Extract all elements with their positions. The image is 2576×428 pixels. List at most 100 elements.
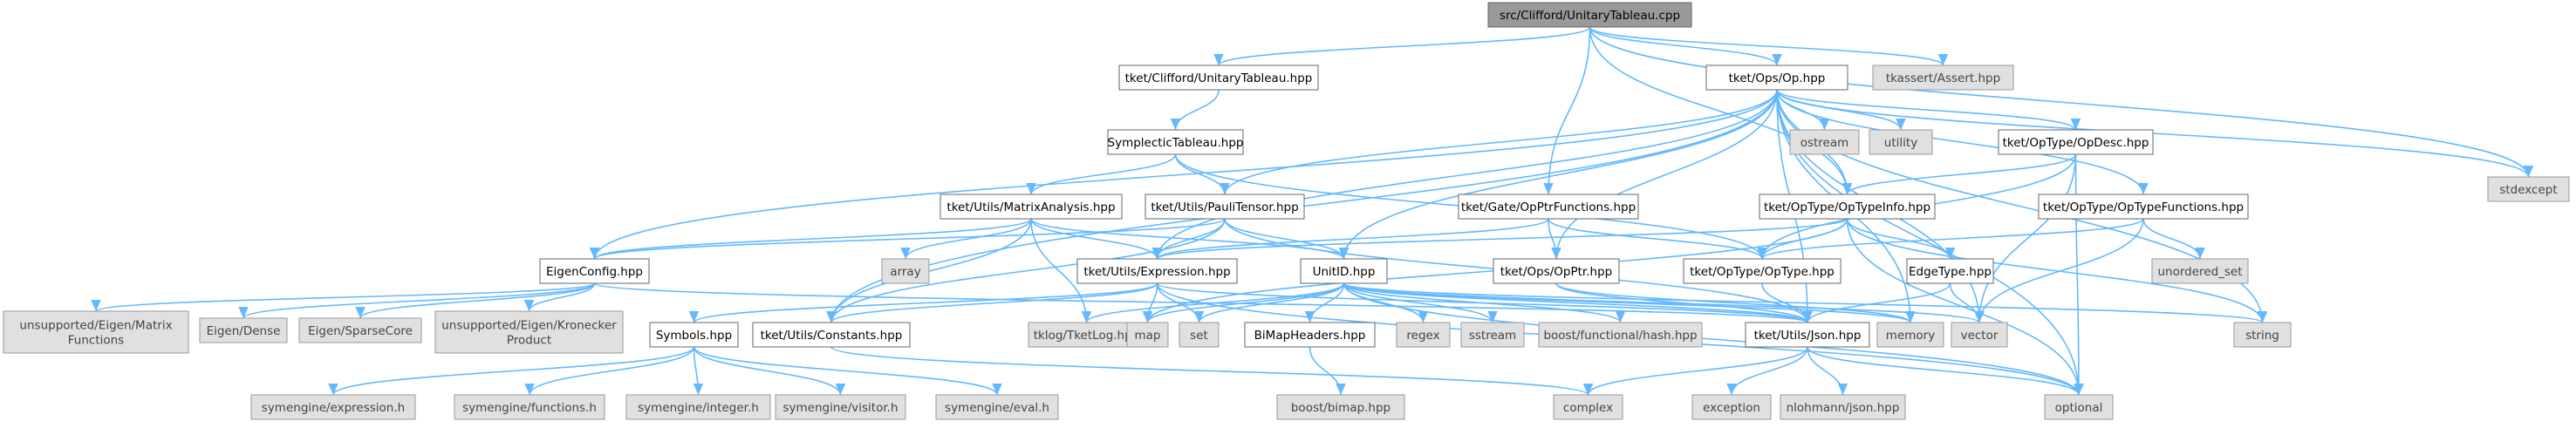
node-expr[interactable]: tket/Utils/Expression.hpp [1076, 258, 1238, 284]
edge-opdesc-to-vector [1974, 153, 2077, 323]
node-constants[interactable]: tket/Utils/Constants.hpp [752, 322, 911, 348]
node-label-optype: tket/OpType/OpType.hpp [1690, 265, 1835, 279]
node-matrix[interactable]: tket/Utils/MatrixAnalysis.hpp [940, 194, 1123, 220]
edge-optypeinfo-to-edgetype [1846, 218, 1956, 260]
node-label-boosthash: boost/functional/hash.hpp [1543, 329, 1697, 343]
node-ut_hpp[interactable]: tket/Clifford/UnitaryTableau.hpp [1118, 65, 1319, 91]
node-label-regex: regex [1406, 329, 1439, 343]
node-box-edgetype [1906, 258, 1994, 284]
node-symbols[interactable]: Symbols.hpp [649, 322, 739, 348]
node-opptrfn[interactable]: tket/Gate/OpPtrFunctions.hpp [1458, 194, 1639, 220]
edge-optypefn-to-optype [1757, 218, 2144, 260]
node-nlohmann: nlohmann/json.hpp [1780, 394, 1906, 420]
edge-unitid-to-set [1193, 282, 1345, 323]
node-bimap[interactable]: BiMapHeaders.hpp [1244, 322, 1376, 348]
node-box-unitid [1300, 258, 1388, 284]
edge-symbols-to-symexpr [328, 346, 695, 396]
node-opptr[interactable]: tket/Ops/OpPtr.hpp [1493, 258, 1620, 284]
edge-json-to-nlohmann [1807, 346, 1848, 396]
edge-root-to-stdexcept [1589, 26, 2534, 178]
edge-unitid-to-boosthash [1343, 282, 1626, 323]
node-box-boosthash [1538, 322, 1703, 348]
edge-op_hpp-to-pauli [1220, 89, 1778, 195]
node-label-constants: tket/Utils/Constants.hpp [761, 329, 903, 343]
node-label-optional: optional [2055, 401, 2103, 415]
node-box-pauli [1145, 194, 1305, 220]
node-label-complex: complex [1563, 401, 1613, 415]
edge-op_hpp-to-eigencfg [589, 89, 1778, 260]
edge-pauli-to-constants [826, 218, 1226, 323]
node-label-unordered: unordered_set [2157, 265, 2242, 279]
node-box-opdesc [1998, 129, 2154, 155]
edge-optypefn-to-vector [1974, 218, 2144, 323]
node-symint: symengine/integer.h [625, 394, 771, 420]
edge-op_hpp-to-opdesc [1776, 89, 2081, 131]
node-label-string: string [2245, 329, 2279, 343]
node-opdesc[interactable]: tket/OpType/OpDesc.hpp [1998, 129, 2154, 155]
node-box-stdexcept [2487, 176, 2570, 202]
edge-eigencfg-to-eigmf [91, 282, 596, 312]
node-eigencfg[interactable]: EigenConfig.hpp [539, 258, 650, 284]
edge-op_hpp-to-expr [1151, 89, 1778, 260]
node-box-matrix [940, 194, 1123, 220]
node-box-symint [625, 394, 771, 420]
edge-root-to-op_hpp [1589, 26, 1782, 66]
node-pauli[interactable]: tket/Utils/PauliTensor.hpp [1145, 194, 1305, 220]
node-label-sstream: sstream [1469, 329, 1516, 343]
node-label-memory: memory [1886, 329, 1935, 343]
node-label-symvis: symengine/visitor.h [782, 401, 898, 415]
node-label-symexpr: symengine/expression.h [262, 401, 405, 415]
edge-root-to-ut_hpp [1213, 26, 1591, 66]
node-symfn: symengine/functions.h [454, 394, 605, 420]
node-box-utility [1869, 129, 1933, 155]
node-box-expr [1076, 258, 1238, 284]
edge-opptrfn-to-opptr [1548, 218, 1561, 260]
node-box-tklog [1028, 322, 1145, 348]
node-label-eigencfg: EigenConfig.hpp [546, 265, 643, 279]
edge-symbols-to-symfn [524, 346, 695, 396]
node-box-sstream [1460, 322, 1525, 348]
edge-symbols-to-symeval [693, 346, 1002, 396]
edge-unitid-to-json [1343, 282, 1813, 323]
node-edgetype[interactable]: EdgeType.hpp [1906, 258, 1994, 284]
node-box-eigdense [199, 317, 288, 343]
edge-eigencfg-to-eigkron [523, 282, 596, 312]
node-label-eigmf: unsupported/Eigen/Matrix [19, 319, 172, 333]
node-symp[interactable]: SymplecticTableau.hpp [1107, 129, 1244, 155]
node-box-optypeinfo [1759, 194, 1936, 220]
node-optype[interactable]: tket/OpType/OpType.hpp [1683, 258, 1841, 284]
node-boosthash: boost/functional/hash.hpp [1538, 322, 1703, 348]
node-box-opptrfn [1458, 194, 1639, 220]
edge-json-to-exception [1726, 346, 1808, 396]
node-label-opptrfn: tket/Gate/OpPtrFunctions.hpp [1461, 200, 1636, 214]
node-box-eigkron [434, 310, 624, 354]
node-utility: utility [1869, 129, 1933, 155]
node-box-complex [1553, 394, 1623, 420]
node-exception: exception [1691, 394, 1772, 420]
node-label-pauli: tket/Utils/PauliTensor.hpp [1151, 200, 1298, 214]
node-set: set [1179, 322, 1220, 348]
node-label-opdesc: tket/OpType/OpDesc.hpp [2003, 136, 2149, 150]
node-root[interactable]: src/Clifford/UnitaryTableau.cpp [1487, 2, 1692, 28]
node-label-op_hpp: tket/Ops/Op.hpp [1729, 71, 1826, 85]
node-json[interactable]: tket/Utils/Json.hpp [1745, 322, 1870, 348]
edge-opdesc-to-optional [2074, 153, 2084, 396]
node-assert: tkassert/Assert.hpp [1872, 65, 2014, 91]
node-label-eigkron: unsupported/Eigen/Kronecker [441, 319, 617, 333]
node-label-expr: tket/Utils/Expression.hpp [1083, 265, 1230, 279]
node-op_hpp[interactable]: tket/Ops/Op.hpp [1705, 65, 1848, 91]
node-label-map: map [1135, 329, 1161, 343]
node-optypeinfo[interactable]: tket/OpType/OpTypeInfo.hpp [1759, 194, 1936, 220]
node-box-op_hpp [1705, 65, 1848, 91]
node-unitid[interactable]: UnitID.hpp [1300, 258, 1388, 284]
edge-symbols-to-symvis [693, 346, 846, 396]
node-label-opptr: tket/Ops/OpPtr.hpp [1500, 265, 1612, 279]
node-label-ostream: ostream [1800, 136, 1849, 150]
node-label-json: tket/Utils/Json.hpp [1754, 329, 1862, 343]
node-optypefn[interactable]: tket/OpType/OpTypeFunctions.hpp [2038, 194, 2249, 220]
edge-pauli-to-unitid [1224, 218, 1349, 260]
node-label-eigkron: Product [507, 334, 551, 348]
node-box-bimap [1244, 322, 1376, 348]
